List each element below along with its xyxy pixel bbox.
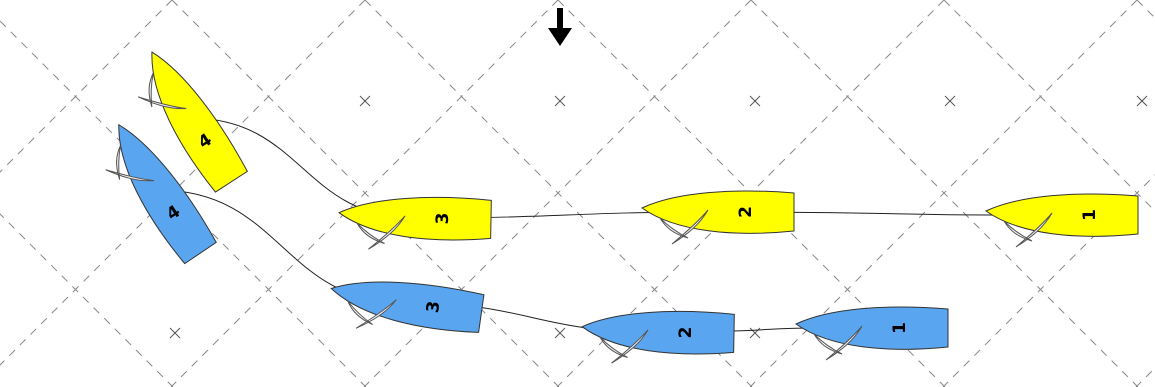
grid-line [1136,0,1155,19]
blue-boat-2: 2 [581,310,735,364]
grid-line [750,0,1139,387]
boat-hull [151,51,248,193]
grid-marks [169,95,1148,339]
boat-sail [355,299,397,329]
boat-sail [137,96,187,110]
grid-line [1135,367,1155,387]
boat-jib [356,222,385,244]
grid-line [942,174,1155,387]
boat-hull [581,310,735,355]
boat-jib [599,336,628,358]
boat-jib [148,72,154,108]
boat-sail [105,169,155,182]
yellow-boat-2: 2 [641,190,795,245]
boat-sail [825,325,863,361]
grid-line [943,0,1155,212]
blue-boat-1: 1 [795,306,949,361]
boat-sail [1015,212,1053,248]
boat-tracks [157,117,1003,333]
wind-arrow-icon [548,8,572,46]
boat-hull [338,196,492,241]
grid-cross-mark [554,95,566,107]
boat-jib [659,217,689,239]
grid-cross-mark [359,95,371,107]
boat-jib [813,333,843,355]
grid-line [170,0,559,387]
boats-layer: 1 2 3 4 1 2 3 4 [105,51,1139,364]
blue-boat-3: 3 [330,281,485,333]
yellow-boat-1: 1 [985,193,1139,248]
boat-sail [611,329,649,364]
boat-jib [116,145,122,180]
boat-number: 1 [1080,209,1100,221]
boat-number: 3 [433,212,453,224]
boat-hull [641,190,795,234]
grid-line [0,0,173,173]
boat-jib [347,300,373,326]
grid-line [171,0,560,387]
boat-hull [330,281,485,333]
boat-sail [671,209,709,245]
grid-cross-mark [944,95,956,107]
boat-sail [368,215,406,250]
grid-line [0,213,174,387]
boat-number: 3 [423,300,444,315]
grid-cross-mark [749,95,761,107]
boat-hull [985,193,1139,237]
grid-cross-mark [169,327,181,339]
boat-number: 2 [736,206,756,218]
boat-hull [795,306,949,350]
yellow-boat-3: 3 [338,196,492,250]
boat-number: 2 [676,326,696,338]
grid-cross-mark [1136,95,1148,107]
yellow-boat-4: 4 [137,51,248,193]
blue-boat-4: 4 [105,123,217,265]
grid-cross-mark [554,327,566,339]
boat-number: 1 [890,322,910,334]
yellow-boat-track [189,117,1003,219]
blue-boat-track [157,189,813,333]
boat-hull [118,123,217,265]
boat-jib [1003,220,1033,242]
